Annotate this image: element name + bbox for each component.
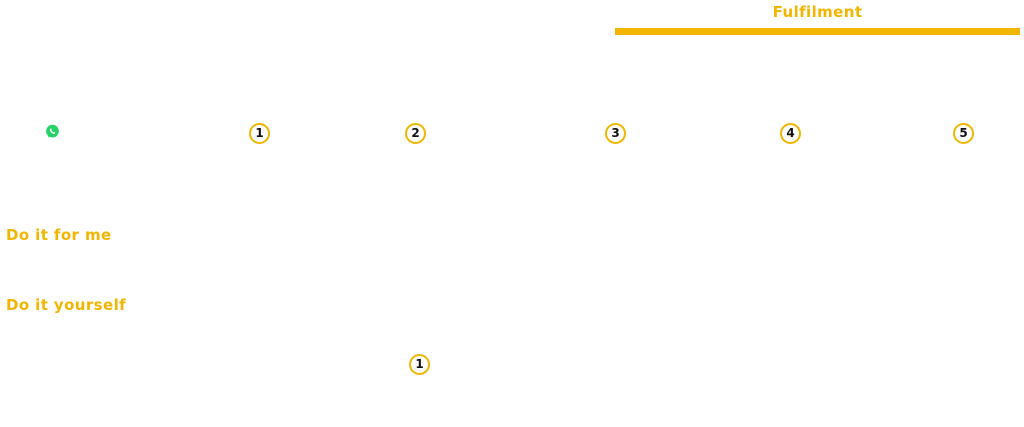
- step-4-badge: 4: [780, 123, 801, 144]
- step-3-badge: 3: [605, 123, 626, 144]
- step-1-badge: 1: [249, 123, 270, 144]
- whatsapp-icon[interactable]: [45, 124, 60, 139]
- diy-step-1-badge: 1: [409, 354, 430, 375]
- tab-fulfilment-label: Fulfilment: [772, 3, 863, 21]
- step-2-badge: 2: [405, 123, 426, 144]
- step-5-badge: 5: [953, 123, 974, 144]
- do-it-yourself-link[interactable]: Do it yourself: [6, 296, 127, 314]
- tab-active-underline: [615, 28, 1020, 35]
- do-it-for-me-link[interactable]: Do it for me: [6, 226, 112, 244]
